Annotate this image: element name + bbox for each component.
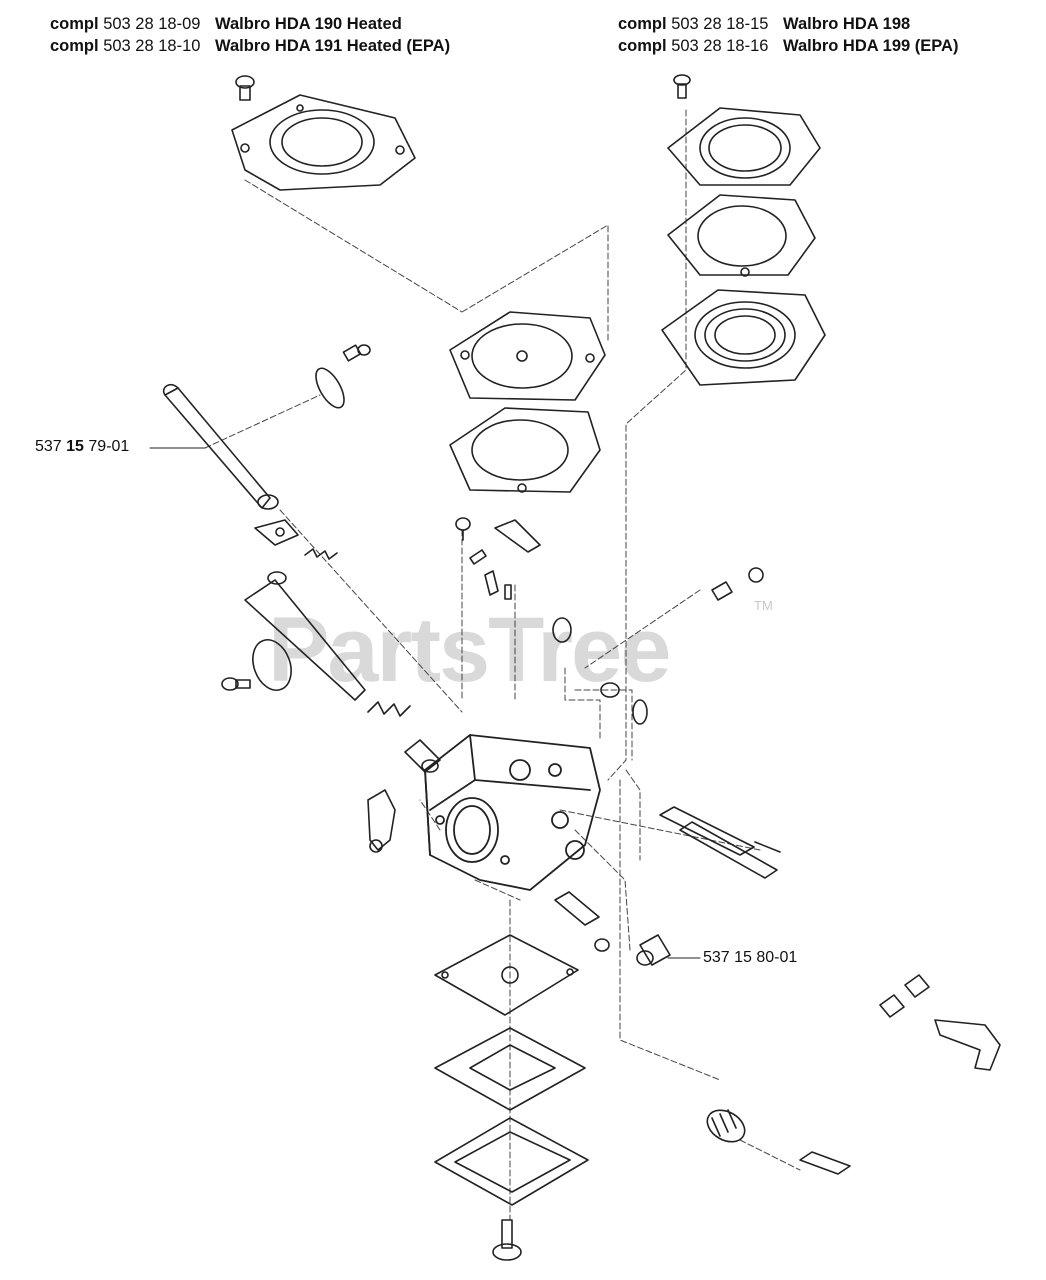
inlet-lever bbox=[494, 519, 541, 553]
header-model: Walbro HDA 198 bbox=[783, 15, 911, 33]
header-right-line-2: compl 503 28 18-16 Walbro HDA 199 (EPA) bbox=[618, 36, 958, 56]
bottom-screw bbox=[492, 1219, 522, 1261]
header-model: Walbro HDA 191 Heated (EPA) bbox=[215, 37, 451, 55]
header-part-number: 503 28 18-10 bbox=[103, 37, 201, 55]
pump-gasket bbox=[449, 407, 601, 493]
pump-cover bbox=[449, 311, 606, 401]
cover-plate-left bbox=[231, 94, 416, 191]
part-label-shaft-c: 79-01 bbox=[88, 438, 130, 455]
carburetor-body bbox=[424, 734, 601, 891]
header-left-line-1: compl 503 28 18-09 Walbro HDA 190 Heated bbox=[50, 14, 402, 34]
lever bbox=[254, 519, 299, 546]
header-right-line-1: compl 503 28 18-15 Walbro HDA 198 bbox=[618, 14, 910, 34]
needle-small bbox=[484, 570, 512, 600]
throttle-shaft-lower bbox=[244, 571, 366, 701]
throttle-screw bbox=[221, 677, 251, 691]
plug-small bbox=[600, 682, 648, 725]
header-prefix: compl bbox=[50, 15, 99, 33]
fuel-fitting bbox=[636, 934, 701, 966]
throttle-shaft bbox=[149, 383, 279, 510]
cover-plate-right bbox=[667, 107, 821, 186]
inlet-elbow bbox=[367, 789, 396, 853]
part-label-shaft-b: 15 bbox=[66, 438, 84, 455]
lever-pin bbox=[554, 891, 610, 952]
fast-idle-lever bbox=[934, 1019, 1001, 1071]
header-part-number: 503 28 18-09 bbox=[103, 15, 201, 33]
return-spring bbox=[367, 701, 411, 717]
screw-right bbox=[673, 74, 691, 99]
needle-valve-upper bbox=[455, 517, 487, 565]
idle-screw bbox=[799, 1151, 851, 1175]
choke-plate bbox=[315, 344, 371, 409]
metering-cover bbox=[434, 1117, 589, 1206]
throttle-plate bbox=[252, 639, 292, 691]
bushing bbox=[404, 739, 441, 773]
metering-diaphragm bbox=[434, 934, 579, 1016]
header-left-line-2: compl 503 28 18-10 Walbro HDA 191 Heated… bbox=[50, 36, 450, 56]
filter-spring bbox=[706, 1109, 746, 1143]
header-prefix: compl bbox=[50, 37, 99, 55]
cap bbox=[552, 617, 572, 643]
adjust-needle-low bbox=[679, 821, 778, 879]
header-model: Walbro HDA 190 Heated bbox=[215, 15, 402, 33]
adjust-needle-high bbox=[659, 806, 781, 856]
screw-plug bbox=[711, 567, 764, 601]
header-model: Walbro HDA 199 (EPA) bbox=[783, 37, 959, 55]
header-prefix: compl bbox=[618, 15, 667, 33]
assembly-guide-lines bbox=[204, 109, 801, 1221]
part-label-shaft-a: 537 bbox=[35, 438, 62, 455]
header-part-number: 503 28 18-15 bbox=[671, 15, 769, 33]
gasket-right bbox=[667, 194, 816, 277]
header-part-number: 503 28 18-16 bbox=[671, 37, 769, 55]
cover-screw bbox=[235, 75, 255, 101]
diaphragm-right bbox=[661, 289, 826, 386]
clip-pair bbox=[879, 974, 930, 1018]
header-prefix: compl bbox=[618, 37, 667, 55]
part-label-fitting[interactable]: 537 15 80-01 bbox=[703, 949, 798, 966]
spring-small bbox=[304, 548, 338, 560]
metering-gasket bbox=[434, 1027, 586, 1111]
watermark-trademark: TM bbox=[754, 598, 773, 613]
part-label-shaft[interactable]: 537 15 79-01 bbox=[35, 438, 129, 456]
